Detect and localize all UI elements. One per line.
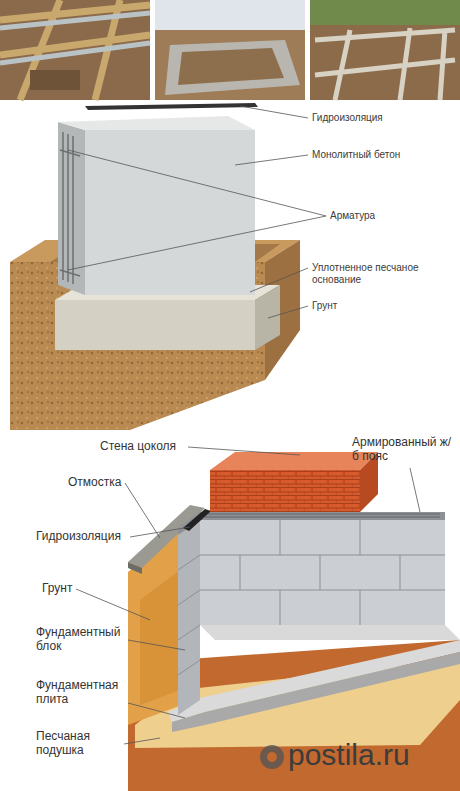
sand-base — [55, 300, 255, 350]
part-label: Монолитный бетон — [312, 149, 400, 161]
leader-line — [124, 738, 160, 744]
reinforced-belt — [205, 514, 440, 517]
leader-line — [68, 216, 326, 270]
part-label: Фундаментный блок — [36, 626, 126, 654]
photo-foundation-site — [315, 28, 455, 100]
leader-line — [250, 268, 308, 292]
part-label: Гидроизоляция — [36, 530, 121, 544]
concrete-wall — [58, 116, 255, 295]
photo-concrete-frame — [155, 0, 305, 100]
rebar — [62, 132, 64, 280]
photo-concrete-frame — [155, 30, 305, 100]
part-label: Армированный ж/б пояс — [352, 436, 456, 464]
leader-line — [240, 106, 308, 118]
photo-concrete-frame — [178, 48, 284, 85]
reinforced-belt — [178, 512, 445, 535]
photo-foundation-site — [310, 0, 460, 100]
part-label: Грунт — [312, 300, 337, 312]
rebar — [67, 134, 69, 282]
photo-concrete-frame — [165, 40, 300, 95]
photo-formwork — [30, 70, 80, 90]
foundation-blocks — [178, 520, 445, 715]
foundation-plate — [168, 640, 460, 732]
leader-line — [68, 106, 326, 318]
part-label: Стена цоколя — [100, 440, 176, 454]
waterproofing-sheet — [85, 103, 258, 110]
photo-formwork — [0, 0, 150, 100]
sand-base — [255, 285, 280, 350]
brick-wall — [210, 470, 360, 512]
watermark-logo — [260, 745, 284, 769]
floor — [200, 625, 460, 640]
ground — [140, 570, 180, 705]
photo-foundation-site — [310, 0, 460, 25]
watermark: postila.ru — [288, 738, 410, 773]
leader-line — [235, 155, 308, 165]
blind-area — [128, 562, 142, 574]
concrete-wall — [58, 116, 255, 130]
part-label: Арматура — [330, 210, 375, 222]
leader-line — [125, 483, 160, 538]
watermark-logo — [260, 745, 284, 769]
part-label: Песчаная подушка — [36, 730, 124, 758]
leader-line — [76, 447, 420, 744]
leader-line — [268, 306, 308, 318]
part-label: Гидроизоляция — [312, 112, 383, 124]
photo-formwork — [0, 0, 150, 100]
foundation-blocks — [178, 520, 200, 715]
part-label: Грунт — [42, 582, 73, 596]
leader-line — [410, 468, 420, 512]
foundation-blocks — [200, 520, 445, 625]
foundation-blocks — [178, 520, 445, 675]
leader-line — [188, 447, 300, 455]
photo-formwork — [0, 0, 150, 100]
photo-concrete-frame — [155, 0, 305, 30]
concrete-wall — [85, 130, 255, 295]
leader-line — [130, 527, 190, 537]
leader-line — [68, 150, 326, 216]
part-label: Отмостка — [68, 476, 121, 490]
watermark-logo — [267, 752, 277, 762]
rebar — [72, 136, 74, 284]
leader-line — [128, 640, 185, 650]
leader-line — [128, 703, 185, 718]
part-label: Уплотненное песчаное основание — [312, 262, 440, 285]
waterproofing-sheet — [85, 103, 258, 110]
part-label: Фундаментная плита — [36, 679, 126, 707]
rebar — [60, 270, 80, 276]
floor — [200, 625, 460, 640]
leader-line — [76, 589, 150, 620]
photo-formwork — [0, 13, 150, 63]
reinforced-belt — [178, 512, 445, 535]
rebar — [60, 132, 80, 284]
foundation-plate — [168, 640, 460, 722]
foundation-plate — [172, 652, 460, 732]
photo-foundation-site — [310, 25, 460, 100]
